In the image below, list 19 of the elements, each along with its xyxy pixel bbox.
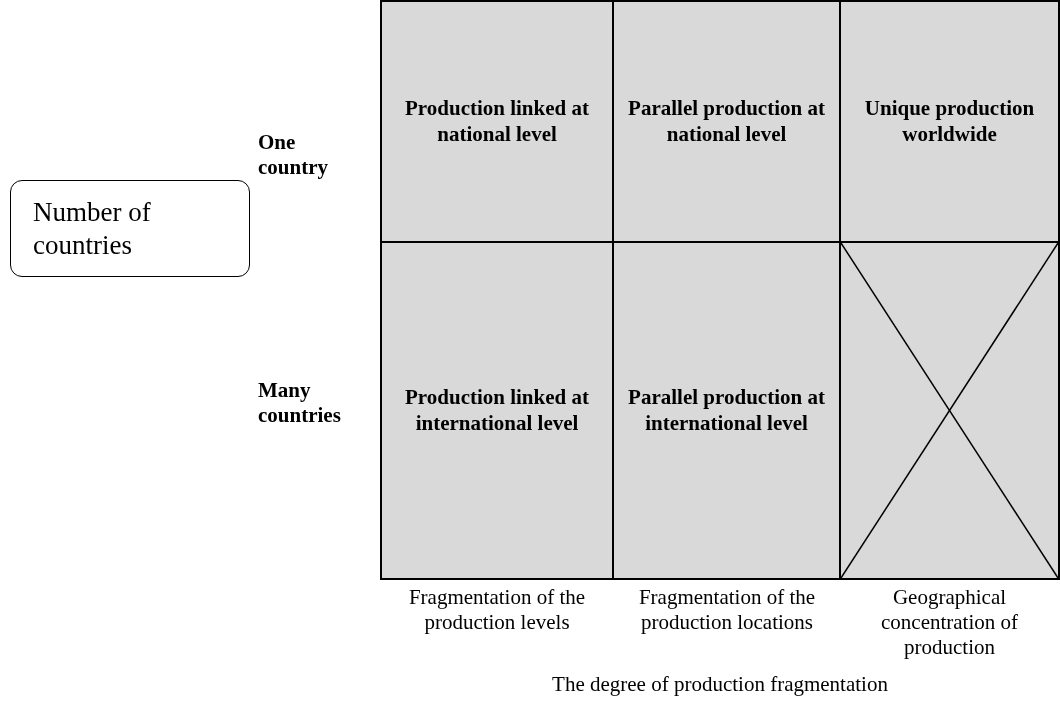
table-cell bbox=[839, 0, 1060, 243]
table-cell bbox=[612, 241, 841, 580]
column-header: Fragmentation of the production levels bbox=[407, 585, 587, 636]
cell-text: Production linked at national level bbox=[404, 96, 590, 147]
box-label: Number of countries bbox=[33, 196, 152, 261]
row-header: Many countries bbox=[257, 378, 342, 429]
crossed-out-cell bbox=[839, 241, 1060, 580]
table-cell bbox=[612, 0, 841, 243]
table-cell bbox=[380, 241, 614, 580]
column-header: Fragmentation of the production locations bbox=[637, 585, 817, 636]
cell-text: Production linked at international level bbox=[404, 385, 590, 436]
column-header: Geographical concentration of production bbox=[880, 585, 1019, 661]
cell-text: Unique production worldwide bbox=[863, 96, 1036, 147]
cell-text: Parallel production at international level bbox=[627, 385, 826, 436]
row-header: One country bbox=[257, 130, 329, 181]
axis-title: The degree of production fragmentation bbox=[551, 672, 889, 698]
cell-text: Parallel production at national level bbox=[627, 96, 826, 147]
rounded-box bbox=[10, 180, 250, 277]
table-cell bbox=[380, 0, 614, 243]
